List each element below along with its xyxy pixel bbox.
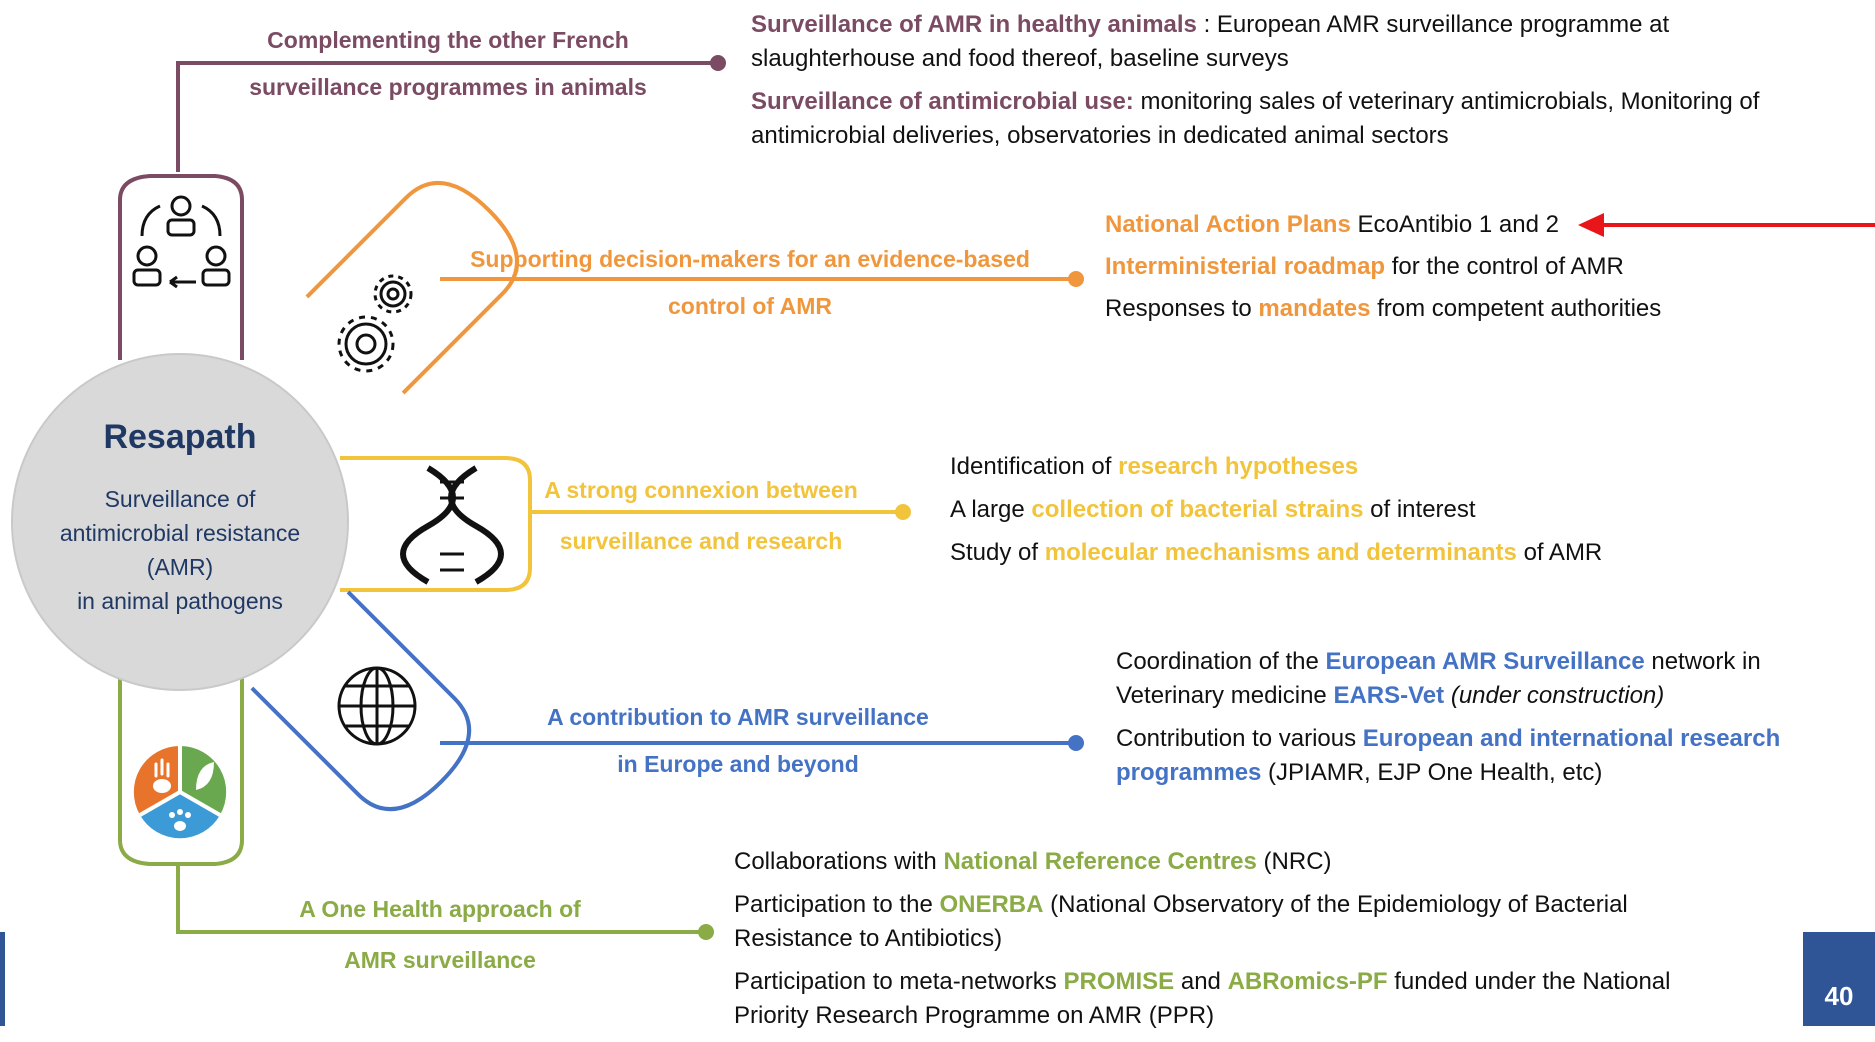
purple-petal: [118, 174, 244, 360]
europe-label: A contribution to AMR surveillance in Eu…: [547, 704, 929, 777]
complementing-label: Complementing the other French surveilla…: [249, 27, 647, 100]
list-item: Participation to the ONERBA (National Ob…: [734, 891, 1628, 952]
people-cycle-icon: [132, 195, 231, 289]
center-title: Resapath: [103, 418, 257, 456]
list-item: Surveillance of antimicrobial use: monit…: [751, 88, 1760, 149]
purple-dot: [710, 55, 726, 71]
yellow-dot: [895, 504, 911, 520]
decision-label: Supporting decision-makers for an eviden…: [470, 246, 1030, 319]
research-label: A strong connexion between surveillance …: [544, 477, 858, 554]
onehealth-label: A One Health approach of AMR surveillanc…: [299, 896, 581, 973]
orange-dot: [1068, 271, 1084, 287]
research-details: Identification of research hypotheses A …: [950, 450, 1770, 579]
red-arrow-icon: [1578, 213, 1875, 237]
dna-icon: [400, 465, 504, 585]
list-item: Responses to mandates from competent aut…: [1105, 295, 1662, 322]
gears-icon: [337, 274, 413, 373]
list-item: A large collection of bacterial strains …: [950, 496, 1476, 523]
globe-icon: [337, 666, 417, 746]
list-item: Coordination of the European AMR Surveil…: [1116, 648, 1761, 709]
blue-dot: [1068, 735, 1084, 751]
page-number: 40: [1803, 932, 1875, 1026]
europe-details: Coordination of the European AMR Surveil…: [1116, 645, 1796, 799]
decision-details: National Action Plans EcoAntibio 1 and 2…: [1105, 208, 1805, 334]
list-item: Collaborations with National Reference C…: [734, 848, 1332, 875]
center-circle: [11, 353, 349, 691]
purple-connector: [176, 61, 718, 172]
green-connector: [176, 864, 706, 934]
onehealth-details: Collaborations with National Reference C…: [734, 845, 1744, 1042]
green-dot: [698, 924, 714, 940]
list-item: Surveillance of AMR in healthy animals :…: [751, 11, 1670, 72]
list-item: Study of molecular mechanisms and determ…: [950, 539, 1603, 566]
list-item: Identification of research hypotheses: [950, 453, 1359, 480]
list-item: Interministerial roadmap for the control…: [1105, 253, 1624, 280]
list-item: Participation to meta-networks PROMISE a…: [734, 968, 1671, 1029]
complementing-details: Surveillance of AMR in healthy animals :…: [751, 8, 1761, 162]
one-health-icon: [133, 745, 227, 839]
center-subtitle: Surveillance of antimicrobial resistance…: [59, 486, 301, 614]
list-item: Contribution to various European and int…: [1116, 725, 1781, 786]
left-accent-bar: [0, 932, 5, 1026]
list-item: National Action Plans EcoAntibio 1 and 2: [1105, 211, 1559, 238]
